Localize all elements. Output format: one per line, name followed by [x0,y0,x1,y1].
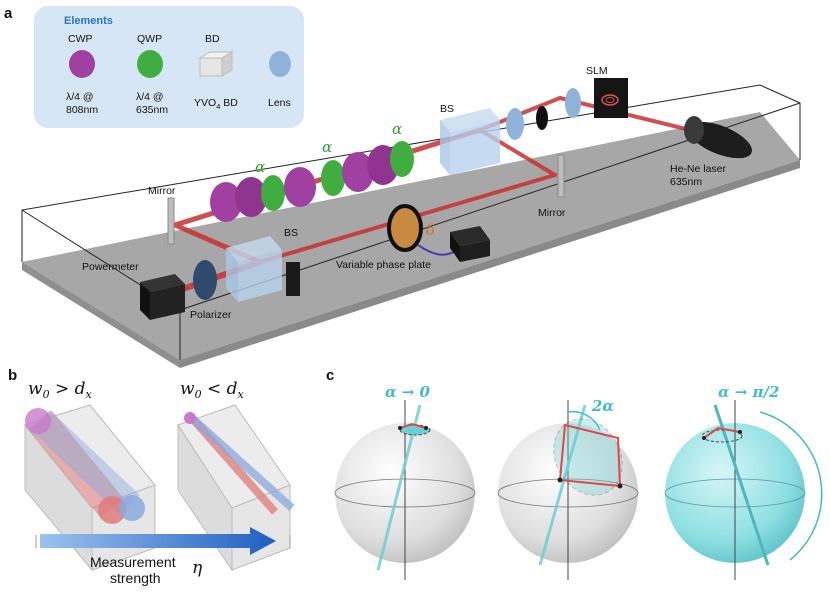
laser-label-line1: He-Ne laser [670,163,727,175]
iris-aperture [536,106,548,130]
mirror-right-label: Mirror [538,207,566,219]
slm-label: SLM [586,65,608,77]
panel-a-label: a [4,5,13,22]
waveplate-chain [210,141,414,222]
legend-qwp-desc2: 635nm [136,104,168,116]
panel-c-label: c [326,367,334,384]
measurement-strength-arrow [35,527,291,555]
legend-qwp-desc1: λ/4 @ [136,91,164,103]
green-disc-icon [137,50,163,78]
powermeter [140,274,185,320]
mirror-right [557,154,565,198]
arrow-label-line2: strength [110,570,161,586]
eta-symbol: η [192,558,203,578]
legend-title: Elements [64,15,113,27]
alpha-label-3: α [392,120,402,138]
sphere-2-label: 2α [591,397,614,415]
legend-cwp-desc1: λ/4 @ [66,91,94,103]
panel-b-label: b [8,367,17,384]
slm [594,78,628,118]
beam-splitter-top [440,108,500,175]
beam-splitter-bottom [226,236,282,302]
sphere-3-label: α → π/2 [718,383,779,401]
beam-block [286,262,300,296]
he-ne-laser [684,116,752,159]
variable-phase-plate [387,204,490,262]
mirror-left-label: Mirror [148,185,176,197]
purple-disc-icon [69,50,95,78]
case1-condition: w0 > dx [28,379,93,401]
crystal-narrow-beam [177,404,295,572]
lens-1 [565,88,581,118]
mirror-left [167,197,175,245]
lens-icon [269,51,291,77]
powermeter-label: Powermeter [82,261,139,273]
elements-legend: Elements CWP QWP BD λ/4 @ 808nm λ/4 @ 63… [34,6,304,128]
bloch-sphere-1 [334,400,476,580]
legend-cwp-desc2: 808nm [66,104,98,116]
lens-2 [506,108,524,140]
bs-top-label: BS [440,103,454,115]
case2-condition: w0 < dx [180,379,245,401]
legend-qwp-name: QWP [137,33,162,45]
sphere-1-label: α → 0 [385,383,431,401]
legend-bd-desc: YVO4 BD [194,97,238,111]
polarizer-label: Polarizer [190,309,232,321]
phase-plate-label: Variable phase plate [336,259,431,271]
alpha-label-1: α [255,158,265,176]
delta-label: δ [426,221,435,239]
bs-bottom-label: BS [284,227,298,239]
legend-cwp-name: CWP [68,33,93,45]
laser-label-line2: 635nm [670,176,702,188]
bloch-sphere-3 [664,400,823,580]
crystal-wide-beam [24,404,156,572]
bloch-sphere-2 [497,400,639,580]
legend-lens-desc: Lens [268,97,291,109]
arrow-label-line1: Measurement [90,554,176,570]
beam-displacer-icon [198,51,234,77]
legend-bd-name: BD [205,33,220,45]
polarizer [193,260,217,300]
alpha-label-2: α [322,138,332,156]
